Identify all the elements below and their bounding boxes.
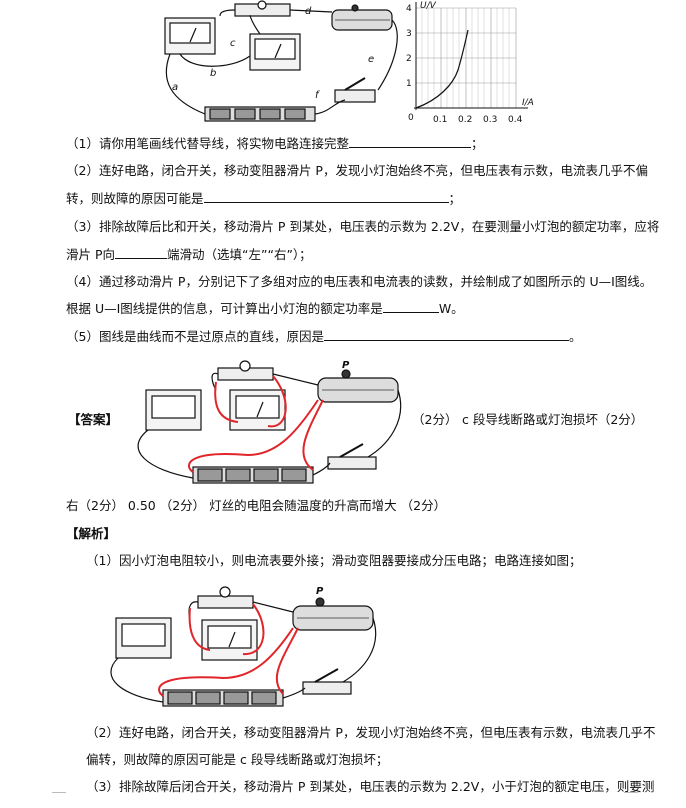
y-tick: 4 bbox=[406, 4, 412, 14]
label-d: d bbox=[305, 6, 312, 17]
question-3-line-2: 滑片 P向端滑动（选填“左”“右”）； bbox=[66, 246, 312, 262]
lamp-icon bbox=[257, 0, 267, 10]
red-wire bbox=[267, 375, 287, 428]
x-tick: 0.1 bbox=[433, 115, 447, 125]
label-P: P bbox=[316, 586, 324, 597]
red-wire bbox=[188, 399, 319, 473]
analysis-label: 【解析】 bbox=[66, 526, 117, 541]
red-wire bbox=[214, 381, 239, 423]
x-tick: 0.2 bbox=[458, 115, 472, 125]
y-axis-label: U/V bbox=[420, 1, 437, 11]
origin-label: 0 bbox=[408, 113, 414, 123]
x-axis-label: I/A bbox=[522, 98, 534, 108]
x-tick: 0.3 bbox=[483, 115, 497, 125]
label-a: a bbox=[172, 82, 178, 93]
analysis-paragraph-3: （3）排除故障后闭合开关，移动滑片 P 到某处，电压表的示数为 2.2V，小于灯… bbox=[86, 779, 655, 794]
analysis-paragraph-2-line-2: 偏转，则故障的原因可能是 c 段导线断路或灯泡损坏； bbox=[86, 752, 389, 767]
answer-blank bbox=[382, 300, 439, 313]
label-f: f bbox=[315, 90, 320, 101]
answer-2: c 段导线断路或灯泡损坏（2分） bbox=[462, 412, 644, 427]
answer-blank bbox=[323, 328, 569, 341]
label-P: P bbox=[342, 360, 350, 371]
answer-blank bbox=[115, 246, 168, 259]
y-tick: 1 bbox=[406, 79, 412, 89]
u-i-curve bbox=[415, 29, 469, 109]
question-1: （1）请你用笔画线代替导线，将实物电路连接完整； bbox=[66, 135, 484, 151]
analysis-paragraph-2-line-1: （2）连好电路，闭合开关，移动变阻器滑片 P，发现小灯泡始终不亮，但电压表有示数… bbox=[86, 725, 656, 740]
crop-mark bbox=[52, 792, 66, 807]
question-3-line-1: （3）排除故障后比和开关，移动滑片 P 到某处，电压表的示数为 2.2V，在要测… bbox=[66, 219, 660, 234]
question-5: （5）图线是曲线而不是过原点的直线，原因是。 bbox=[66, 328, 582, 344]
analysis-paragraph-1: （1）因小灯泡电阻较小，则电流表要外接；滑动变阻器要接成分压电路；电路连接如图； bbox=[86, 553, 582, 568]
answer-line-2: 右（2分） 0.50 （2分） 灯丝的电阻会随温度的升高而增大 （2分） bbox=[66, 498, 447, 513]
question-2-line-1: （2）连好电路，闭合开关，移动变阻器滑片 P，发现小灯泡始终不亮，但电压表有示数… bbox=[66, 163, 648, 178]
y-tick: 2 bbox=[406, 54, 412, 64]
crop-mark bbox=[624, 792, 638, 807]
circuit-figure-analysis: P bbox=[110, 586, 377, 707]
answer-score-1: （2分） bbox=[412, 412, 458, 427]
circuit-figure-answer: P bbox=[137, 360, 402, 484]
red-wire bbox=[242, 603, 265, 656]
u-i-graph: U/V I/A 4 3 2 1 0 0.1 0.2 0.3 0.4 bbox=[406, 1, 534, 125]
question-4-line-1: （4）通过移动滑片 P，分别记下了多组对应的电压表和电流表的读数，并绘制成了如图… bbox=[66, 274, 653, 289]
answer-label: 【答案】 bbox=[68, 412, 119, 427]
red-wire bbox=[302, 399, 324, 471]
question-2-line-2: 转，则故障的原因可能是； bbox=[66, 190, 462, 206]
red-wire bbox=[275, 627, 299, 695]
switch bbox=[334, 89, 376, 103]
label-e: e bbox=[368, 54, 374, 65]
y-tick: 3 bbox=[406, 29, 412, 39]
x-tick: 0.4 bbox=[508, 115, 523, 125]
red-wire bbox=[158, 627, 294, 697]
answer-blank bbox=[348, 135, 471, 148]
red-wire bbox=[188, 607, 211, 651]
answer-blank bbox=[203, 190, 449, 203]
label-b: b bbox=[210, 68, 216, 79]
label-c: c bbox=[230, 38, 236, 49]
circuit-figure-question: a b c d e f bbox=[164, 0, 398, 122]
